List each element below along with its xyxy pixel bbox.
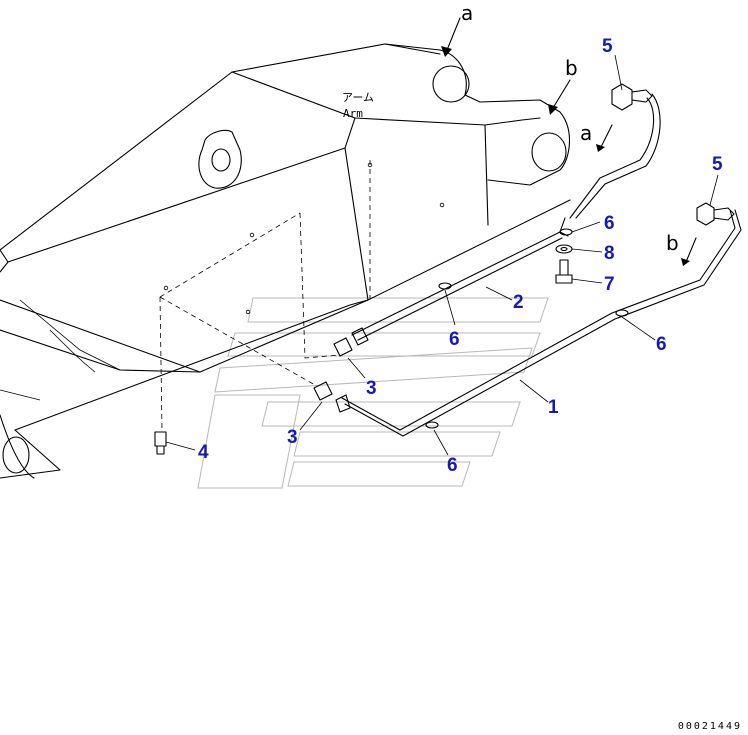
callout-1: 1 [548,397,559,418]
mount-marks [163,162,445,315]
sensor-5-upper [611,83,653,111]
view-letter-b-side: b [666,231,679,255]
washer-8 [555,244,573,254]
fitting-3-upper [333,327,369,357]
view-arrows [441,17,697,266]
view-letter-a-side: a [580,121,592,145]
view-letter-b-top: b [565,56,578,80]
callout-3-upper: 3 [366,378,377,399]
fitting-4 [154,431,167,455]
callout-6-bottom: 6 [447,455,458,476]
callout-7: 7 [604,274,615,295]
callout-4: 4 [198,442,209,463]
callout-5-lower: 5 [712,154,723,175]
leader-lines [165,54,719,456]
callout-6-top: 6 [604,213,615,234]
installation-dashed-lines [159,160,371,431]
callout-5-upper: 5 [602,36,613,57]
arm-label-jp: アーム [342,91,374,104]
pipe-1 [341,209,742,437]
figure-id: 00021449 [677,721,742,732]
bolt-7 [555,259,573,284]
arm-label-en: Arm [343,107,363,120]
fitting-3-lower [313,381,351,413]
callout-8: 8 [604,243,615,264]
hose-upper [569,93,661,219]
callout-6-right: 6 [656,334,667,355]
view-letter-a-top: a [461,1,473,25]
callout-6-mid: 6 [449,329,460,350]
arm-boom [0,43,571,479]
callout-3-lower: 3 [287,427,298,448]
callout-2: 2 [513,292,524,313]
sensor-5-lower [696,202,735,226]
arm-bosses [2,43,571,474]
watermark-logo [197,297,549,489]
